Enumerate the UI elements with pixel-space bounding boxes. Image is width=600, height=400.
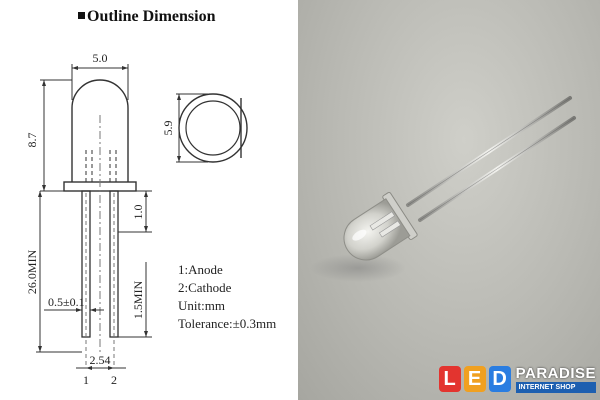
logo-tagline: INTERNET SHOP (515, 381, 596, 393)
led-outline-drawing: 5.0 8.7 26.0MIN 1.0 1.5MIN 0.5±0.1 2.54 … (25, 51, 276, 387)
legend-cathode: 2:Cathode (178, 280, 232, 295)
bullet-square-icon (78, 12, 85, 19)
dim-lead-length: 26.0MIN (25, 250, 39, 295)
logo-letter-l: L (438, 366, 461, 392)
logo-letter-e: E (463, 366, 486, 392)
dim-lead-gap: 1.5MIN (131, 281, 145, 320)
section-title: Outline Dimension (78, 8, 215, 26)
dim-lead-width: 0.5±0.1 (48, 295, 85, 309)
product-photo: L E D PARADISE INTERNET SHOP (298, 0, 600, 400)
dim-body-height: 8.7 (25, 133, 39, 148)
logo-brand-name: PARADISE (515, 364, 596, 382)
dim-body-width: 5.0 (93, 51, 108, 65)
dim-pitch: 2.54 (90, 353, 111, 367)
legend-unit: Unit:mm (178, 298, 225, 313)
legend-tolerance: Tolerance:±0.3mm (178, 316, 276, 331)
led-photo-illustration (310, 96, 576, 282)
led-paradise-logo: L E D PARADISE INTERNET SHOP (438, 364, 596, 394)
pin-1-label: 1 (83, 373, 89, 387)
outline-dimension-panel: Outline Dimension (0, 0, 298, 400)
logo-letter-d: D (488, 366, 511, 392)
dim-flange-to-lead: 1.0 (131, 205, 145, 220)
logo-brand: PARADISE INTERNET SHOP (515, 364, 596, 393)
led-body-outline (71, 79, 129, 182)
legend-anode: 1:Anode (178, 262, 223, 277)
dim-flange-diameter: 5.9 (161, 121, 175, 136)
section-title-text: Outline Dimension (87, 8, 216, 25)
led-top-view-inner (185, 100, 241, 156)
pin-2-label: 2 (111, 373, 117, 387)
led-top-view-outer (178, 93, 248, 163)
